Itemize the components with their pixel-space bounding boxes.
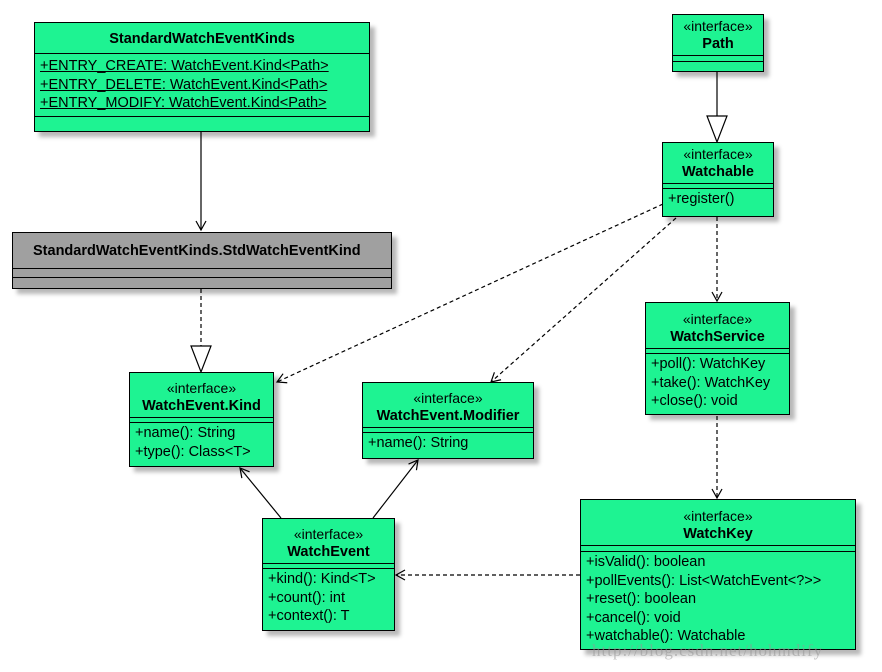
class-name: Path [702, 36, 734, 52]
method-type: +type(): Class<T> [135, 443, 251, 460]
class-header: StandardWatchEventKinds [35, 23, 369, 54]
method-take: +take(): WatchKey [651, 374, 771, 391]
methods-section: +register() [663, 189, 773, 210]
class-header: «interface» WatchKey [581, 500, 855, 546]
attributes-section [130, 418, 273, 423]
class-header: «interface» WatchEvent.Modifier [363, 383, 533, 428]
class-standard-watch-event-kinds[interactable]: StandardWatchEventKinds +ENTRY_CREATE: W… [34, 22, 370, 132]
methods-section: +name(): String +type(): Class<T> [130, 423, 273, 462]
methods-section: +name(): String [363, 433, 533, 454]
method-is-valid: +isValid(): boolean [586, 554, 706, 570]
stereotype-label: «interface» [293, 526, 364, 542]
watermark: http://blog.csdn.net/hohmdify [592, 641, 824, 660]
class-watch-event-kind[interactable]: «interface» WatchEvent.Kind +name(): Str… [129, 372, 274, 467]
class-header: «interface» Path [673, 15, 763, 56]
methods-section: +poll(): WatchKey +take(): WatchKey +clo… [646, 354, 789, 412]
class-header: «interface» WatchEvent [263, 519, 394, 564]
class-name: WatchService [670, 329, 765, 345]
attributes-section [13, 269, 391, 278]
attributes-section: +ENTRY_CREATE: WatchEvent.Kind<Path> +EN… [35, 54, 369, 117]
edge-watchable-uses-modifier [490, 217, 677, 383]
class-name: Watchable [682, 164, 754, 180]
attributes-section [646, 349, 789, 354]
edge-event-to-modifier [372, 459, 419, 519]
methods-section: +kind(): Kind<T> +count(): int +context(… [263, 569, 394, 627]
method-kind: +kind(): Kind<T> [268, 571, 376, 587]
method-poll-events: +pollEvents(): List<WatchEvent<?>> [586, 572, 822, 589]
stereotype-label: «interface» [683, 508, 753, 524]
stereotype-label: «interface» [683, 18, 753, 34]
class-name: WatchEvent.Modifier [376, 408, 520, 424]
edge-watchable-uses-kind [275, 203, 664, 384]
method-poll: +poll(): WatchKey [651, 356, 766, 372]
class-watch-event[interactable]: «interface» WatchEvent +kind(): Kind<T> … [262, 518, 395, 631]
stereotype-label: «interface» [413, 390, 483, 406]
class-watchable[interactable]: «interface» Watchable +register() [662, 142, 774, 217]
methods-section [13, 278, 391, 285]
method-name: +name(): String [135, 425, 236, 441]
attributes-section [581, 546, 855, 552]
method-reset: +reset(): boolean [586, 591, 697, 607]
class-name: WatchEvent [287, 544, 370, 560]
class-header: «interface» WatchService [646, 303, 789, 349]
attributes-section [663, 184, 773, 189]
attribute-entry-delete: +ENTRY_DELETE: WatchEvent.Kind<Path> [40, 76, 328, 93]
methods-section [673, 62, 763, 66]
class-name: WatchKey [683, 526, 753, 542]
edge-event-to-kind [239, 467, 282, 519]
methods-section: +isValid(): boolean +pollEvents(): List<… [581, 552, 855, 647]
class-name: StandardWatchEventKinds [109, 31, 295, 47]
class-name: StandardWatchEventKinds.StdWatchEventKin… [33, 243, 361, 259]
attribute-entry-create: +ENTRY_CREATE: WatchEvent.Kind<Path> [40, 58, 329, 74]
class-std-watch-event-kind[interactable]: StandardWatchEventKinds.StdWatchEventKin… [12, 232, 392, 289]
class-header: «interface» WatchEvent.Kind [130, 373, 273, 418]
method-count: +count(): int [268, 589, 345, 606]
method-register: +register() [668, 191, 735, 207]
realization-triangle [190, 345, 212, 374]
class-path[interactable]: «interface» Path [672, 14, 764, 72]
class-watch-service[interactable]: «interface» WatchService +poll(): WatchK… [645, 302, 790, 415]
methods-section [35, 117, 369, 127]
class-header: «interface» Watchable [663, 143, 773, 184]
method-close: +close(): void [651, 393, 738, 409]
method-name: +name(): String [368, 435, 469, 451]
method-watchable: +watchable(): Watchable [586, 628, 746, 644]
class-watch-key[interactable]: «interface» WatchKey +isValid(): boolean… [580, 499, 856, 650]
stereotype-label: «interface» [682, 311, 753, 327]
stereotype-label: «interface» [683, 146, 753, 162]
stereotype-label: «interface» [166, 380, 237, 396]
method-cancel: +cancel(): void [586, 609, 681, 626]
attributes-section [263, 564, 394, 569]
class-watch-event-modifier[interactable]: «interface» WatchEvent.Modifier +name():… [362, 382, 534, 459]
generalization-triangle [706, 115, 728, 144]
method-context: +context(): T [268, 608, 350, 624]
attributes-section [363, 428, 533, 433]
class-header: StandardWatchEventKinds.StdWatchEventKin… [13, 233, 391, 269]
attribute-entry-modify: +ENTRY_MODIFY: WatchEvent.Kind<Path> [40, 95, 327, 111]
attributes-section [673, 56, 763, 62]
class-name: WatchEvent.Kind [142, 398, 261, 414]
